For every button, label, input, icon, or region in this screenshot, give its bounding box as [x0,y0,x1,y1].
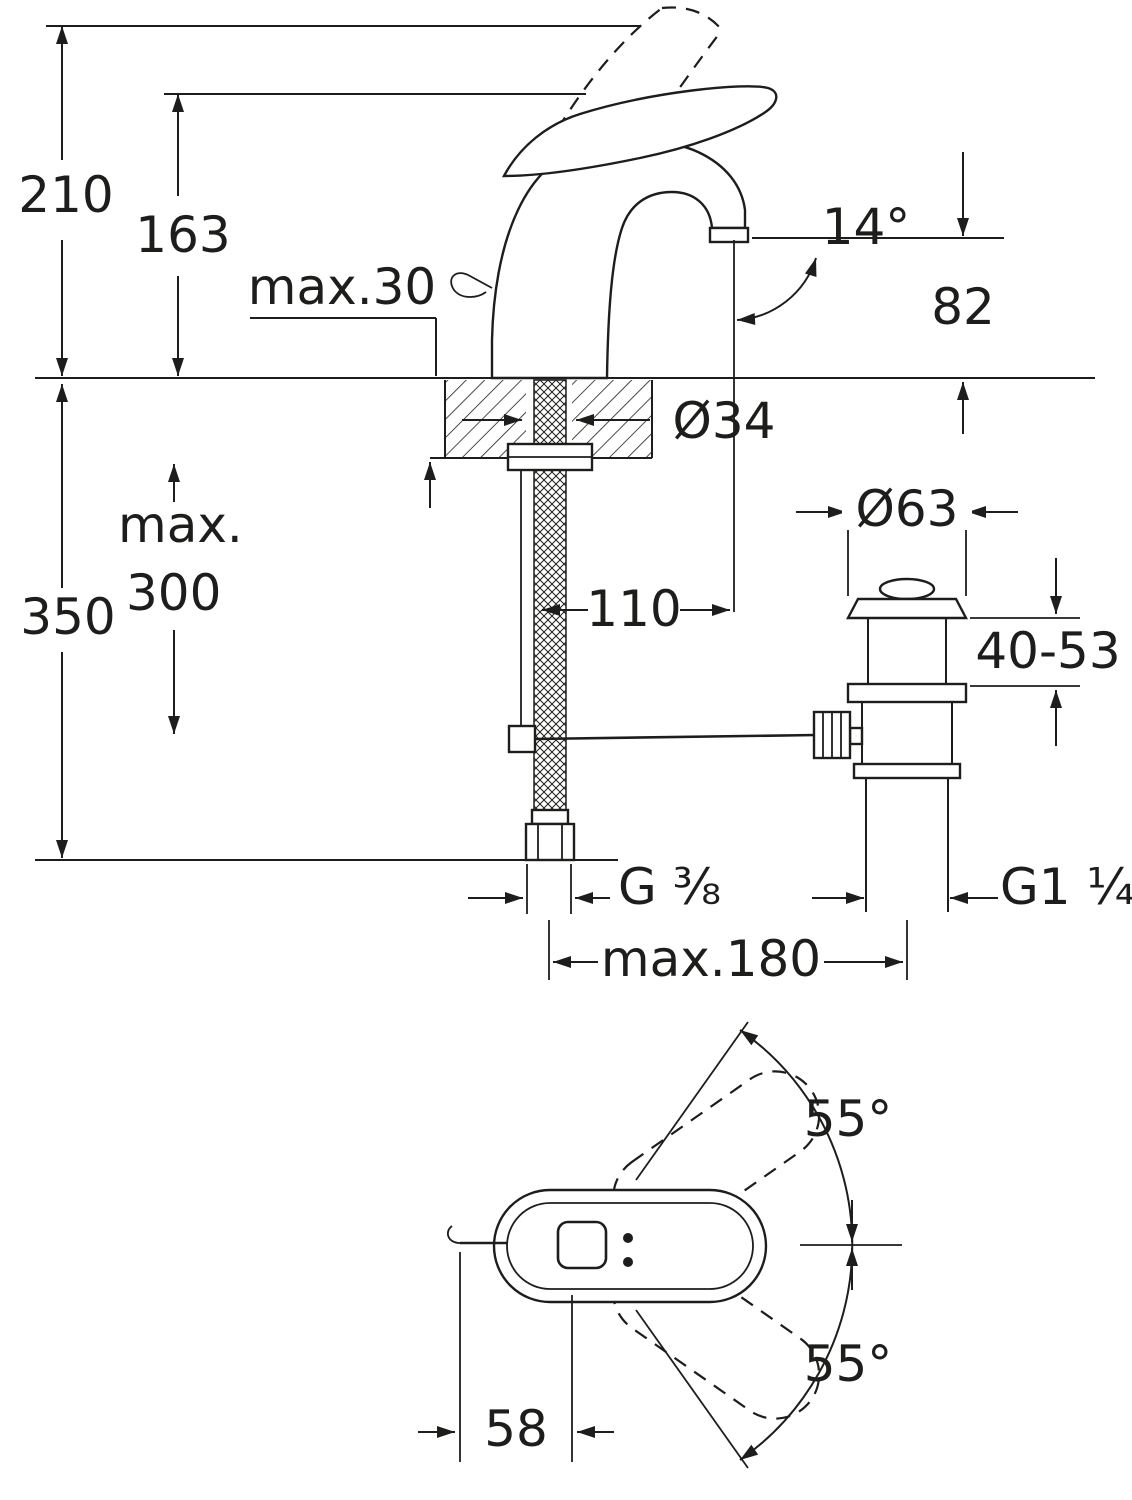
faucet-body [490,139,747,380]
dim-max180: max.180 [548,920,908,988]
label-dia63: Ø63 [856,480,959,538]
drain-plug [878,577,936,601]
aerator [708,226,750,244]
label-14deg: 14° [822,198,911,256]
label-40-53: 40-53 [975,622,1120,680]
detail-dot [623,1257,633,1267]
label-halo [842,480,972,530]
label-g114: G1 ¹⁄₄ [1000,858,1132,916]
label-55-top: 55° [804,1090,893,1148]
label-210: 210 [18,166,113,224]
pull-rod-hook [446,1225,461,1244]
detail-dot [623,1233,633,1243]
dim-swivel-arc: 55° 55° [635,1021,902,1469]
label-82: 82 [931,278,995,336]
drain-collar [846,682,968,704]
drain-flange [846,597,968,620]
hose-collar [530,808,570,826]
faucet-handle [501,85,778,178]
dim-210: 210 [18,26,114,376]
label-dia34: Ø34 [673,392,776,450]
drain-bottom-flange [852,762,962,780]
cartridge-detail [556,1220,608,1270]
label-163: 163 [135,206,230,264]
pop-up-horizontal-rod [534,733,817,741]
label-110: 110 [586,580,681,638]
hose-nut [524,822,576,862]
label-max-word: max. [118,496,243,554]
dim-58: 58 [418,1252,614,1462]
supply-hose [506,379,817,862]
dim-163: 163 [135,94,231,376]
label-max30: max.30 [248,258,436,316]
dim-g38: G ³⁄₈ [468,858,721,916]
faucet-body-group [450,6,778,380]
dim-14deg: 14° [736,198,911,325]
label-350: 350 [20,588,115,646]
dim-max300: max. 300 [118,464,243,734]
label-58: 58 [484,1400,548,1458]
dim-110: 110 [542,580,730,638]
label-g38: G ³⁄₈ [618,858,721,916]
label-55-bottom: 55° [804,1335,893,1393]
dim-dia34: Ø34 [462,392,775,450]
body-outline-outer [492,1188,768,1304]
side-view: 210 163 max.30 14° 82 [18,6,1132,988]
dim-350: 350 [20,384,116,858]
pull-rod-knob [450,272,493,298]
rod-ball-joint [507,724,537,754]
top-view: 55° 55° 58 [418,1021,902,1469]
drain-assembly [812,577,968,912]
dim-82: 82 [931,152,995,434]
dim-dia63: Ø63 [796,480,1018,596]
handle-raised-dashed [661,6,723,31]
knob-stem [848,726,864,746]
label-max-300: 300 [126,564,221,622]
dim-40-53: 40-53 [970,558,1121,746]
dim-max30: max.30 [248,258,437,508]
label-max180: max.180 [601,930,821,988]
faucet-top-view-body [446,1188,768,1304]
dim-g114: G1 ¹⁄₄ [812,858,1132,916]
